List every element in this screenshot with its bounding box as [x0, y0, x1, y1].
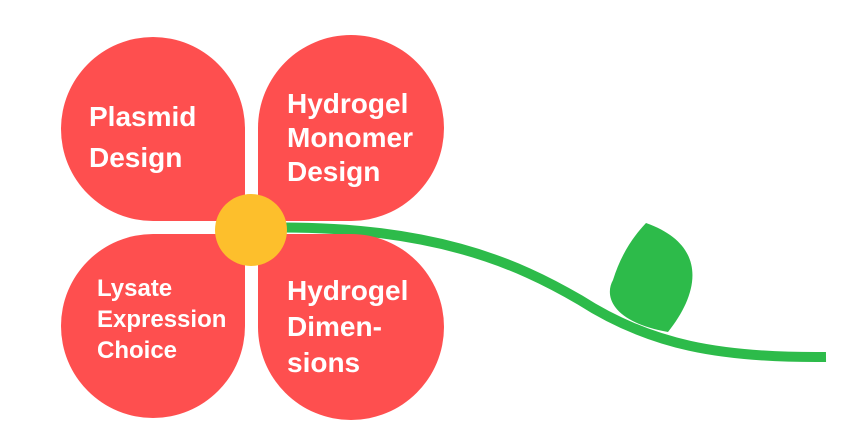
- petal-label-line: Expression: [97, 306, 227, 333]
- flower-stem: [249, 222, 827, 363]
- petal-label-line: Hydrogel: [287, 275, 409, 306]
- petal-label-hydrogel-dimensions: Hydrogel Dimen- sions: [287, 273, 408, 381]
- petal-hydrogel-dimensions: [258, 234, 444, 420]
- petal-plasmid-design: [61, 37, 245, 221]
- petal-label-line: Hydrogel: [287, 88, 409, 119]
- petal-label-line: Plasmid: [89, 101, 197, 132]
- petal-label-line: Monomer: [287, 122, 413, 153]
- petal-label-line: Design: [89, 142, 183, 173]
- petal-label-plasmid-design: Plasmid Design: [89, 96, 196, 178]
- petal-label-lysate-expression-choice: Lysate Expression Choice: [97, 273, 226, 366]
- petal-label-line: Lysate: [97, 275, 173, 302]
- petal-lysate-expression-choice: [61, 234, 245, 418]
- petal-label-line: sions: [287, 347, 361, 378]
- petal-label-line: Design: [287, 156, 381, 187]
- petal-hydrogel-monomer-design: [258, 35, 444, 221]
- flower-center: [215, 194, 287, 266]
- petal-label-hydrogel-monomer-design: Hydrogel Monomer Design: [287, 87, 413, 189]
- petal-label-line: Choice: [97, 337, 178, 364]
- leaf: [609, 223, 693, 332]
- petal-label-line: Dimen-: [287, 311, 382, 342]
